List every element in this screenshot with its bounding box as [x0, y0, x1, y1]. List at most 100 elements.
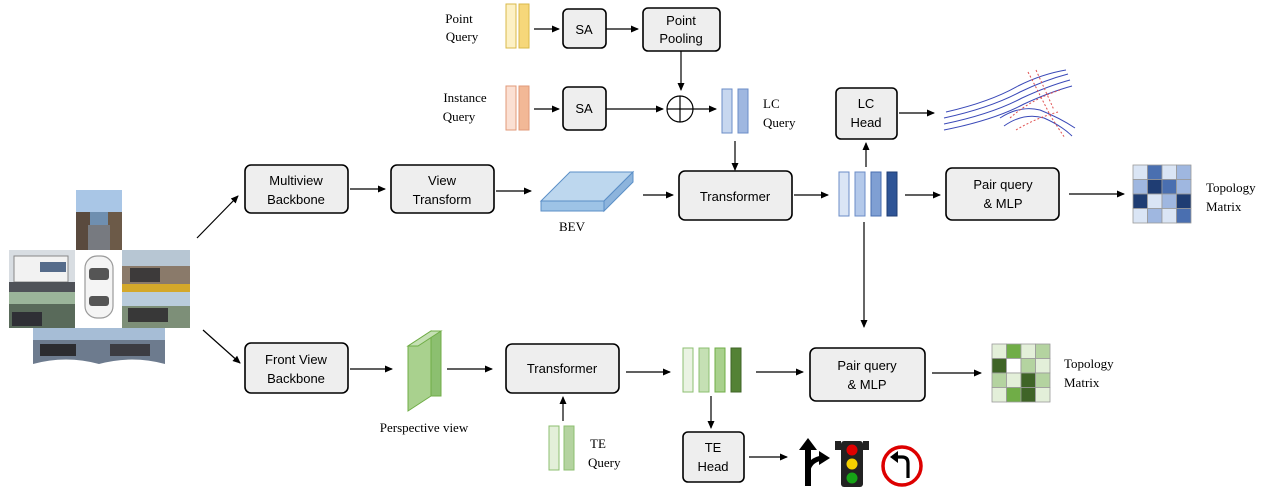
- pair-query-top-label: Pair query: [973, 177, 1033, 192]
- topology-bottom-label: Topology: [1064, 356, 1114, 371]
- matrix-cell: [1161, 193, 1177, 209]
- matrix-cell: [991, 343, 1007, 359]
- lc-query-bar-1: [721, 88, 733, 134]
- te-head-box: [682, 431, 745, 483]
- bev-feature-icon: [539, 170, 635, 213]
- matrix-cell: [1176, 179, 1192, 195]
- te-feature-bar-3: [714, 347, 726, 393]
- matrix-cell: [1006, 343, 1022, 359]
- perspective-view-icon: [406, 330, 443, 412]
- matrix-cell: [991, 387, 1007, 403]
- matrix-cell: [1132, 164, 1148, 180]
- pair-query-bottom-box: [809, 347, 926, 402]
- arrow-cam-to-multiview: [196, 195, 239, 239]
- matrix-cell: [1161, 208, 1177, 224]
- topology-bottom-label-2: Matrix: [1064, 375, 1100, 390]
- te-feature-bar-2: [698, 347, 710, 393]
- te-query-bar-1: [548, 425, 560, 471]
- matrix-cell: [1006, 372, 1022, 388]
- pair-query-top-label-2: & MLP: [983, 196, 1022, 211]
- lc-head-label-2: Head: [850, 115, 881, 130]
- multiview-backbone-box: [244, 164, 349, 214]
- matrix-cell: [1020, 387, 1036, 403]
- no-left-turn-icon: [881, 445, 923, 487]
- front-view-backbone-label-2: Backbone: [267, 371, 325, 386]
- multiview-backbone-label: Multiview: [269, 173, 323, 188]
- matrix-cell: [1147, 193, 1163, 209]
- matrix-cell: [1147, 164, 1163, 180]
- matrix-cell: [1161, 164, 1177, 180]
- pair-query-bottom-label-2: & MLP: [847, 377, 886, 392]
- arrow-cam-to-frontview: [202, 329, 241, 364]
- matrix-cell: [1176, 208, 1192, 224]
- go-straight-or-right-icon: [799, 438, 830, 486]
- lc-feature-bar-4: [886, 171, 898, 217]
- te-query-label-2: Query: [588, 455, 621, 470]
- instance-query-label: Instance: [443, 90, 487, 105]
- matrix-cell: [1020, 372, 1036, 388]
- matrix-cell: [1147, 179, 1163, 195]
- transformer-bottom-box: [505, 343, 620, 394]
- matrix-cell: [1176, 193, 1192, 209]
- lc-feature-bar-3: [870, 171, 882, 217]
- transformer-bottom-label: Transformer: [527, 361, 598, 376]
- lc-head-box: [835, 87, 898, 140]
- matrix-cell: [1035, 343, 1051, 359]
- topology-matrix-top: [1132, 164, 1192, 224]
- te-head-label-2: Head: [697, 459, 728, 474]
- te-query-bar-2: [563, 425, 575, 471]
- point-pooling-label-2: Pooling: [659, 31, 702, 46]
- transformer-top-box: [678, 170, 793, 221]
- te-feature-bar-4: [730, 347, 742, 393]
- point-pooling-label: Point: [666, 13, 696, 28]
- multiview-backbone-label-2: Backbone: [267, 192, 325, 207]
- lc-query-label: LC: [763, 96, 780, 111]
- bev-label: BEV: [559, 219, 586, 234]
- pair-query-bottom-label: Pair query: [837, 358, 897, 373]
- matrix-cell: [991, 372, 1007, 388]
- topology-top-label-2: Matrix: [1206, 199, 1242, 214]
- sum-icon: [666, 95, 694, 123]
- lc-query-label-2: Query: [763, 115, 796, 130]
- te-query-label: TE: [590, 436, 606, 451]
- point-query-label-2: Query: [446, 29, 479, 44]
- matrix-cell: [1035, 372, 1051, 388]
- perspective-view-label: Perspective view: [380, 420, 469, 435]
- topology-top-label: Topology: [1206, 180, 1256, 195]
- lc-query-bar-2: [737, 88, 749, 134]
- matrix-cell: [1006, 358, 1022, 374]
- instance-query-label-2: Query: [443, 109, 476, 124]
- traffic-light-icon: [835, 441, 869, 487]
- matrix-cell: [991, 358, 1007, 374]
- te-head-label: TE: [705, 440, 722, 455]
- lc-feature-bar-2: [854, 171, 866, 217]
- point-query-label: Point: [445, 11, 473, 26]
- topology-matrix-bottom: [991, 343, 1051, 403]
- matrix-cell: [1176, 164, 1192, 180]
- sa-top-label: SA: [575, 22, 593, 37]
- matrix-cell: [1132, 193, 1148, 209]
- matrix-cell: [1020, 343, 1036, 359]
- matrix-cell: [1035, 358, 1051, 374]
- transformer-top-label: Transformer: [700, 189, 771, 204]
- lc-feature-bar-1: [838, 171, 850, 217]
- lc-head-label: LC: [858, 96, 875, 111]
- matrix-cell: [1132, 179, 1148, 195]
- sa-mid-label: SA: [575, 101, 593, 116]
- te-feature-bar-1: [682, 347, 694, 393]
- front-view-backbone-label: Front View: [265, 352, 328, 367]
- matrix-cell: [1006, 387, 1022, 403]
- matrix-cell: [1147, 208, 1163, 224]
- point-query-bar-2: [518, 3, 530, 49]
- lane-centerline-icon: [943, 69, 1076, 139]
- matrix-cell: [1020, 358, 1036, 374]
- pair-query-top-box: [945, 167, 1060, 221]
- matrix-cell: [1035, 387, 1051, 403]
- matrix-cell: [1132, 208, 1148, 224]
- instance-query-bar-1: [505, 85, 517, 131]
- camera-views-icon: [9, 190, 190, 364]
- instance-query-bar-2: [518, 85, 530, 131]
- front-view-backbone-box: [244, 342, 349, 394]
- view-transform-label-2: Transform: [413, 192, 472, 207]
- point-query-bar-1: [505, 3, 517, 49]
